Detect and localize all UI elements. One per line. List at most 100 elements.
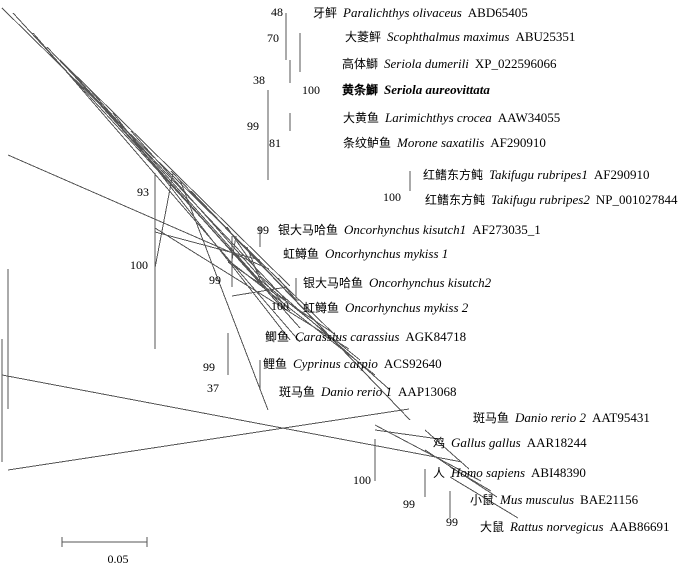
taxon-label: 大鼠 Rattus norvegicus AAB86691	[480, 519, 669, 534]
tree-branches	[1, 7, 519, 519]
taxon-common-name: 斑马鱼	[279, 385, 315, 399]
taxon-scientific-name: Paralichthys olivaceus	[342, 5, 462, 20]
branch-horizontal	[7, 154, 270, 270]
taxon-accession: AGK84718	[405, 329, 466, 344]
taxon-common-name: 虹鳟鱼	[303, 301, 339, 315]
taxon-common-name: 条纹鲈鱼	[343, 136, 391, 150]
branch-horizontal	[231, 286, 288, 297]
taxon-accession: AAP13068	[398, 384, 457, 399]
bootstrap-value: 38	[253, 73, 265, 87]
taxon-scientific-name: Rattus norvegicus	[509, 519, 604, 534]
taxon-scientific-name: Morone saxatilis	[396, 135, 484, 150]
taxon-common-name: 大鼠	[480, 520, 504, 534]
taxon-scientific-name: Seriola dumerili	[384, 56, 469, 71]
taxon-common-name: 高体鰤	[342, 56, 378, 71]
bootstrap-value: 70	[267, 31, 279, 45]
branch-horizontal	[374, 429, 440, 440]
taxon-scientific-name: Oncorhynchus mykiss 1	[325, 246, 448, 261]
taxon-accession: BAE21156	[580, 492, 639, 507]
bootstrap-value: 99	[403, 497, 415, 511]
bootstrap-value: 99	[209, 273, 221, 287]
taxon-common-name: 大黄鱼	[343, 111, 379, 125]
taxon-scientific-name: Mus musculus	[499, 492, 574, 507]
branch-horizontal	[112, 112, 291, 341]
bootstrap-value: 81	[269, 136, 281, 150]
taxon-common-name: 红鳍东方鲀	[423, 167, 483, 182]
taxon-label: 小鼠 Mus musculus BAE21156	[470, 492, 639, 507]
bootstrap-value: 100	[302, 83, 320, 97]
taxon-label: 虹鳟鱼 Oncorhynchus mykiss 2	[303, 300, 469, 315]
taxon-accession: ABU25351	[515, 29, 575, 44]
taxon-accession: AAR18244	[527, 435, 587, 450]
taxon-accession: ABI48390	[531, 465, 586, 480]
taxon-scientific-name: Larimichthys crocea	[384, 110, 492, 125]
bootstrap-value: 100	[383, 190, 401, 204]
bootstrap-value: 93	[137, 185, 149, 199]
bootstrap-value: 100	[130, 258, 148, 272]
taxon-common-name: 虹鳟鱼	[283, 247, 319, 261]
taxon-accession: NP_001027844	[596, 192, 678, 207]
taxon-common-name: 红鳍东方鲀	[425, 192, 485, 207]
branch-horizontal	[130, 130, 291, 312]
taxon-scientific-name: Gallus gallus	[451, 435, 521, 450]
taxon-accession: XP_022596066	[475, 56, 557, 71]
branch-horizontal	[277, 277, 297, 301]
branch-horizontal	[449, 466, 492, 492]
taxon-scientific-name: Oncorhynchus kisutch2	[369, 275, 492, 290]
branch-horizontal	[449, 476, 519, 519]
taxon-accession: AF290910	[594, 167, 650, 182]
taxon-common-name: 鲤鱼	[263, 357, 287, 371]
scale-bar: 0.05	[61, 537, 148, 566]
bootstrap-value: 100	[271, 299, 289, 313]
branch-horizontal	[7, 408, 410, 471]
taxon-label: 黄条鰤 Seriola aureovittata	[342, 82, 490, 97]
taxon-accession: AAT95431	[592, 410, 650, 425]
branch-horizontal	[246, 246, 261, 281]
taxon-label: 人 Homo sapiens ABI48390	[433, 465, 586, 480]
taxon-label: 高体鰤 Seriola dumerili XP_022596066	[342, 56, 557, 71]
scale-bar-label: 0.05	[108, 552, 129, 566]
taxon-label: 红鳍东方鲀 Takifugu rubripes1 AF290910	[423, 167, 649, 182]
taxon-label: 红鳍东方鲀 Takifugu rubripes2 NP_001027844	[425, 192, 678, 207]
taxon-scientific-name: Scophthalmus maximus	[387, 29, 509, 44]
taxon-label: 大菱鲆 Scophthalmus maximus ABU25351	[345, 29, 575, 44]
taxon-common-name: 牙鲆	[313, 6, 337, 20]
taxon-accession: ACS92640	[384, 356, 442, 371]
bootstrap-value: 37	[207, 381, 219, 395]
taxon-accession: AF290910	[490, 135, 546, 150]
taxon-accession: AF273035_1	[472, 222, 541, 237]
taxon-scientific-name: Seriola aureovittata	[384, 82, 490, 97]
taxon-scientific-name: Carassius carassius	[295, 329, 399, 344]
taxon-accession: AAB86691	[610, 519, 670, 534]
bootstrap-value: 48	[271, 5, 283, 19]
branch-horizontal	[424, 429, 470, 470]
branch-horizontal	[32, 32, 301, 343]
taxon-common-name: 黄条鰤	[342, 82, 378, 97]
branch-horizontal	[1, 374, 463, 463]
taxon-label: 大黄鱼 Larimichthys crocea AAW34055	[343, 110, 560, 125]
taxon-accession: AAW34055	[498, 110, 561, 125]
taxon-common-name: 小鼠	[470, 493, 494, 507]
taxon-scientific-name: Homo sapiens	[450, 465, 525, 480]
taxon-label: 虹鳟鱼 Oncorhynchus mykiss 1	[283, 246, 448, 261]
taxon-label: 条纹鲈鱼 Morone saxatilis AF290910	[343, 135, 546, 150]
branch-horizontal	[374, 424, 482, 482]
taxon-common-name: 人	[433, 466, 445, 480]
bootstrap-value: 99	[247, 119, 259, 133]
bootstrap-value: 100	[353, 473, 371, 487]
taxon-scientific-name: Oncorhynchus mykiss 2	[345, 300, 469, 315]
taxon-common-name: 大菱鲆	[345, 30, 381, 44]
branch-horizontal	[59, 59, 291, 287]
branch-horizontal	[154, 231, 261, 261]
taxon-scientific-name: Takifugu rubripes2	[491, 192, 590, 207]
branch-horizontal	[89, 89, 269, 291]
taxon-scientific-name: Takifugu rubripes1	[489, 167, 588, 182]
